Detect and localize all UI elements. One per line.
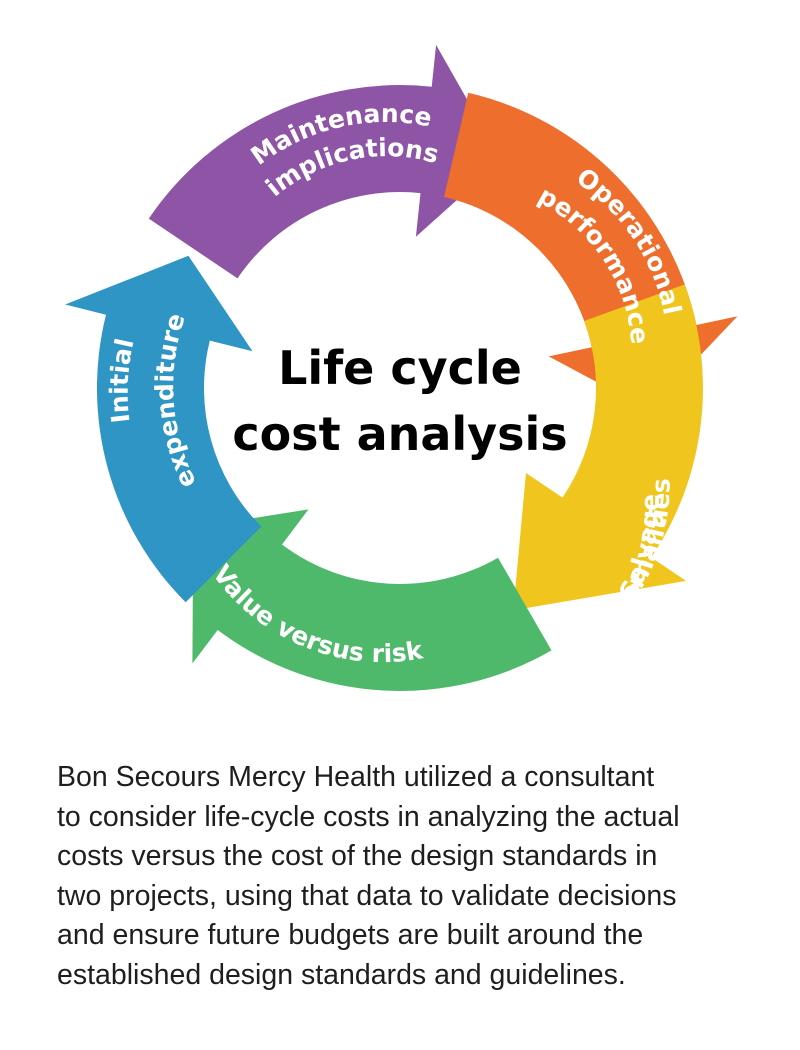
cycle-segments xyxy=(65,44,738,691)
caption-line: costs versus the cost of the design stan… xyxy=(57,840,658,872)
caption: Bon Secours Mercy Health utilized a cons… xyxy=(57,758,772,995)
center-title-line-2: cost analysis xyxy=(232,407,567,461)
caption-line: two projects, using that data to validat… xyxy=(57,879,677,912)
arrow-segment-salvage xyxy=(513,284,703,611)
life-cycle-diagram: Maintenance implications Operational per… xyxy=(65,44,738,691)
caption-line: to consider life-cycle costs in analyzin… xyxy=(57,800,680,833)
segment-label-text: Initial xyxy=(105,336,140,425)
arrow-segment-value xyxy=(192,509,552,691)
caption-line: established design standards and guideli… xyxy=(57,958,626,991)
arrow-segment-initial xyxy=(65,255,262,603)
segment-label-line: Initial xyxy=(105,336,140,425)
caption-line: and ensure future budgets are built arou… xyxy=(57,919,644,951)
center-title-line-1: Life cycle xyxy=(278,341,522,395)
caption-line: Bon Secours Mercy Health utilized a cons… xyxy=(57,761,655,793)
arrow-segment-maintenance xyxy=(148,44,502,279)
center-title: Life cycle cost analysis xyxy=(232,341,567,461)
